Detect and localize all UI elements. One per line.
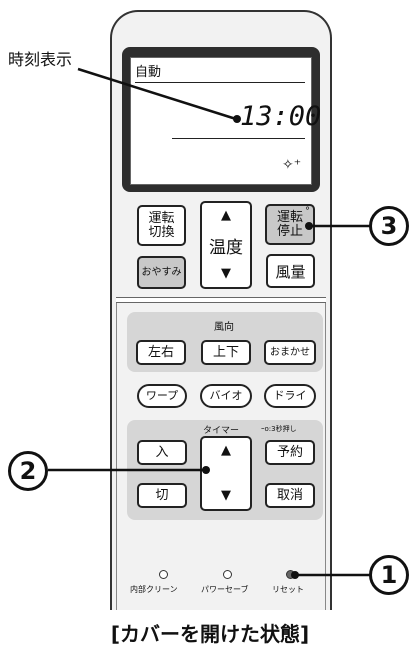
lock-note: ｰo:3秒押し — [261, 424, 297, 434]
callout-2-number: 2 — [19, 457, 37, 485]
temp-up-icon[interactable]: ▲ — [221, 208, 231, 223]
timer-up-icon[interactable]: ▲ — [221, 443, 231, 458]
timer-rocker[interactable]: ▲ ▼ — [200, 436, 252, 511]
sleep-label: おやすみ — [141, 266, 182, 278]
timer-off-label: 切 — [155, 487, 169, 503]
up-down-button[interactable]: 上下 — [201, 340, 251, 365]
inner-clean-label: 内部クリーン — [130, 585, 178, 594]
callout-2-dot — [202, 466, 210, 474]
fan-speed-label: 風量 — [275, 262, 306, 281]
bio-label: バイオ — [209, 389, 243, 402]
power-save-label: パワーセーブ — [201, 585, 249, 594]
mode-switch-label: 運転 切換 — [148, 210, 175, 240]
sleep-button[interactable]: おやすみ — [137, 256, 186, 289]
timer-label: タイマー — [203, 426, 240, 436]
timer-on-label: 入 — [155, 444, 169, 460]
left-right-label: 左右 — [147, 344, 174, 360]
auto-direction-button[interactable]: おまかせ — [264, 340, 316, 365]
time-display-callout-label: 時刻表示 — [8, 50, 73, 69]
auto-direction-label: おまかせ — [270, 346, 310, 358]
callout-1-number: 1 — [380, 561, 398, 589]
time-callout-dot — [233, 115, 241, 123]
time-callout-line — [77, 67, 237, 121]
wind-direction-label: 風向 — [214, 322, 234, 333]
reserve-button[interactable]: 予約 — [265, 440, 315, 465]
temperature-label: 温度 — [209, 237, 243, 258]
left-right-button[interactable]: 左右 — [136, 340, 186, 365]
run-stop-label: 運転 停止 — [276, 209, 303, 239]
timer-off-button[interactable]: 切 — [137, 483, 187, 508]
bio-button[interactable]: バイオ — [200, 384, 252, 408]
temperature-rocker[interactable]: ▲ 温度 ▼ — [200, 201, 252, 289]
up-down-label: 上下 — [212, 344, 239, 360]
run-stop-indicator: ° — [305, 206, 310, 217]
reset-label: リセット — [272, 585, 304, 594]
inner-clean-led — [159, 570, 168, 579]
key-icon: ｰo: — [261, 425, 272, 433]
warp-label: ワープ — [145, 389, 179, 402]
callout-3-number: 3 — [380, 212, 398, 240]
cancel-label: 取消 — [276, 487, 303, 503]
callout-1: 1 — [369, 555, 409, 595]
dry-label: ドライ — [273, 389, 307, 402]
fan-speed-button[interactable]: 風量 — [266, 254, 315, 288]
lcd-screen — [130, 57, 312, 185]
mode-switch-button[interactable]: 運転 切換 — [137, 205, 186, 246]
cover-edge — [116, 298, 326, 610]
reserve-label: 予約 — [276, 444, 303, 460]
cancel-button[interactable]: 取消 — [265, 483, 315, 508]
power-save-led — [223, 570, 232, 579]
callout-3: 3 — [369, 206, 409, 246]
cover-hinge — [116, 297, 326, 303]
sparkle-icon: ✧⁺ — [282, 157, 302, 173]
temp-down-icon[interactable]: ▼ — [221, 266, 231, 281]
lcd-time-text: 13:00 — [240, 101, 322, 132]
caption: [カバーを開けた状態] — [110, 622, 310, 646]
dry-button[interactable]: ドライ — [264, 384, 316, 408]
warp-button[interactable]: ワープ — [137, 384, 187, 408]
lcd-divider — [172, 138, 305, 139]
lcd-divider — [135, 82, 305, 83]
timer-down-icon[interactable]: ▼ — [221, 488, 231, 503]
lcd-mode-text: 自動 — [135, 65, 162, 80]
timer-on-button[interactable]: 入 — [137, 440, 187, 465]
lock-note-text: 3秒押し — [271, 425, 297, 433]
callout-1-dot — [291, 571, 299, 579]
callout-2: 2 — [8, 451, 48, 491]
callout-3-dot — [305, 222, 313, 230]
